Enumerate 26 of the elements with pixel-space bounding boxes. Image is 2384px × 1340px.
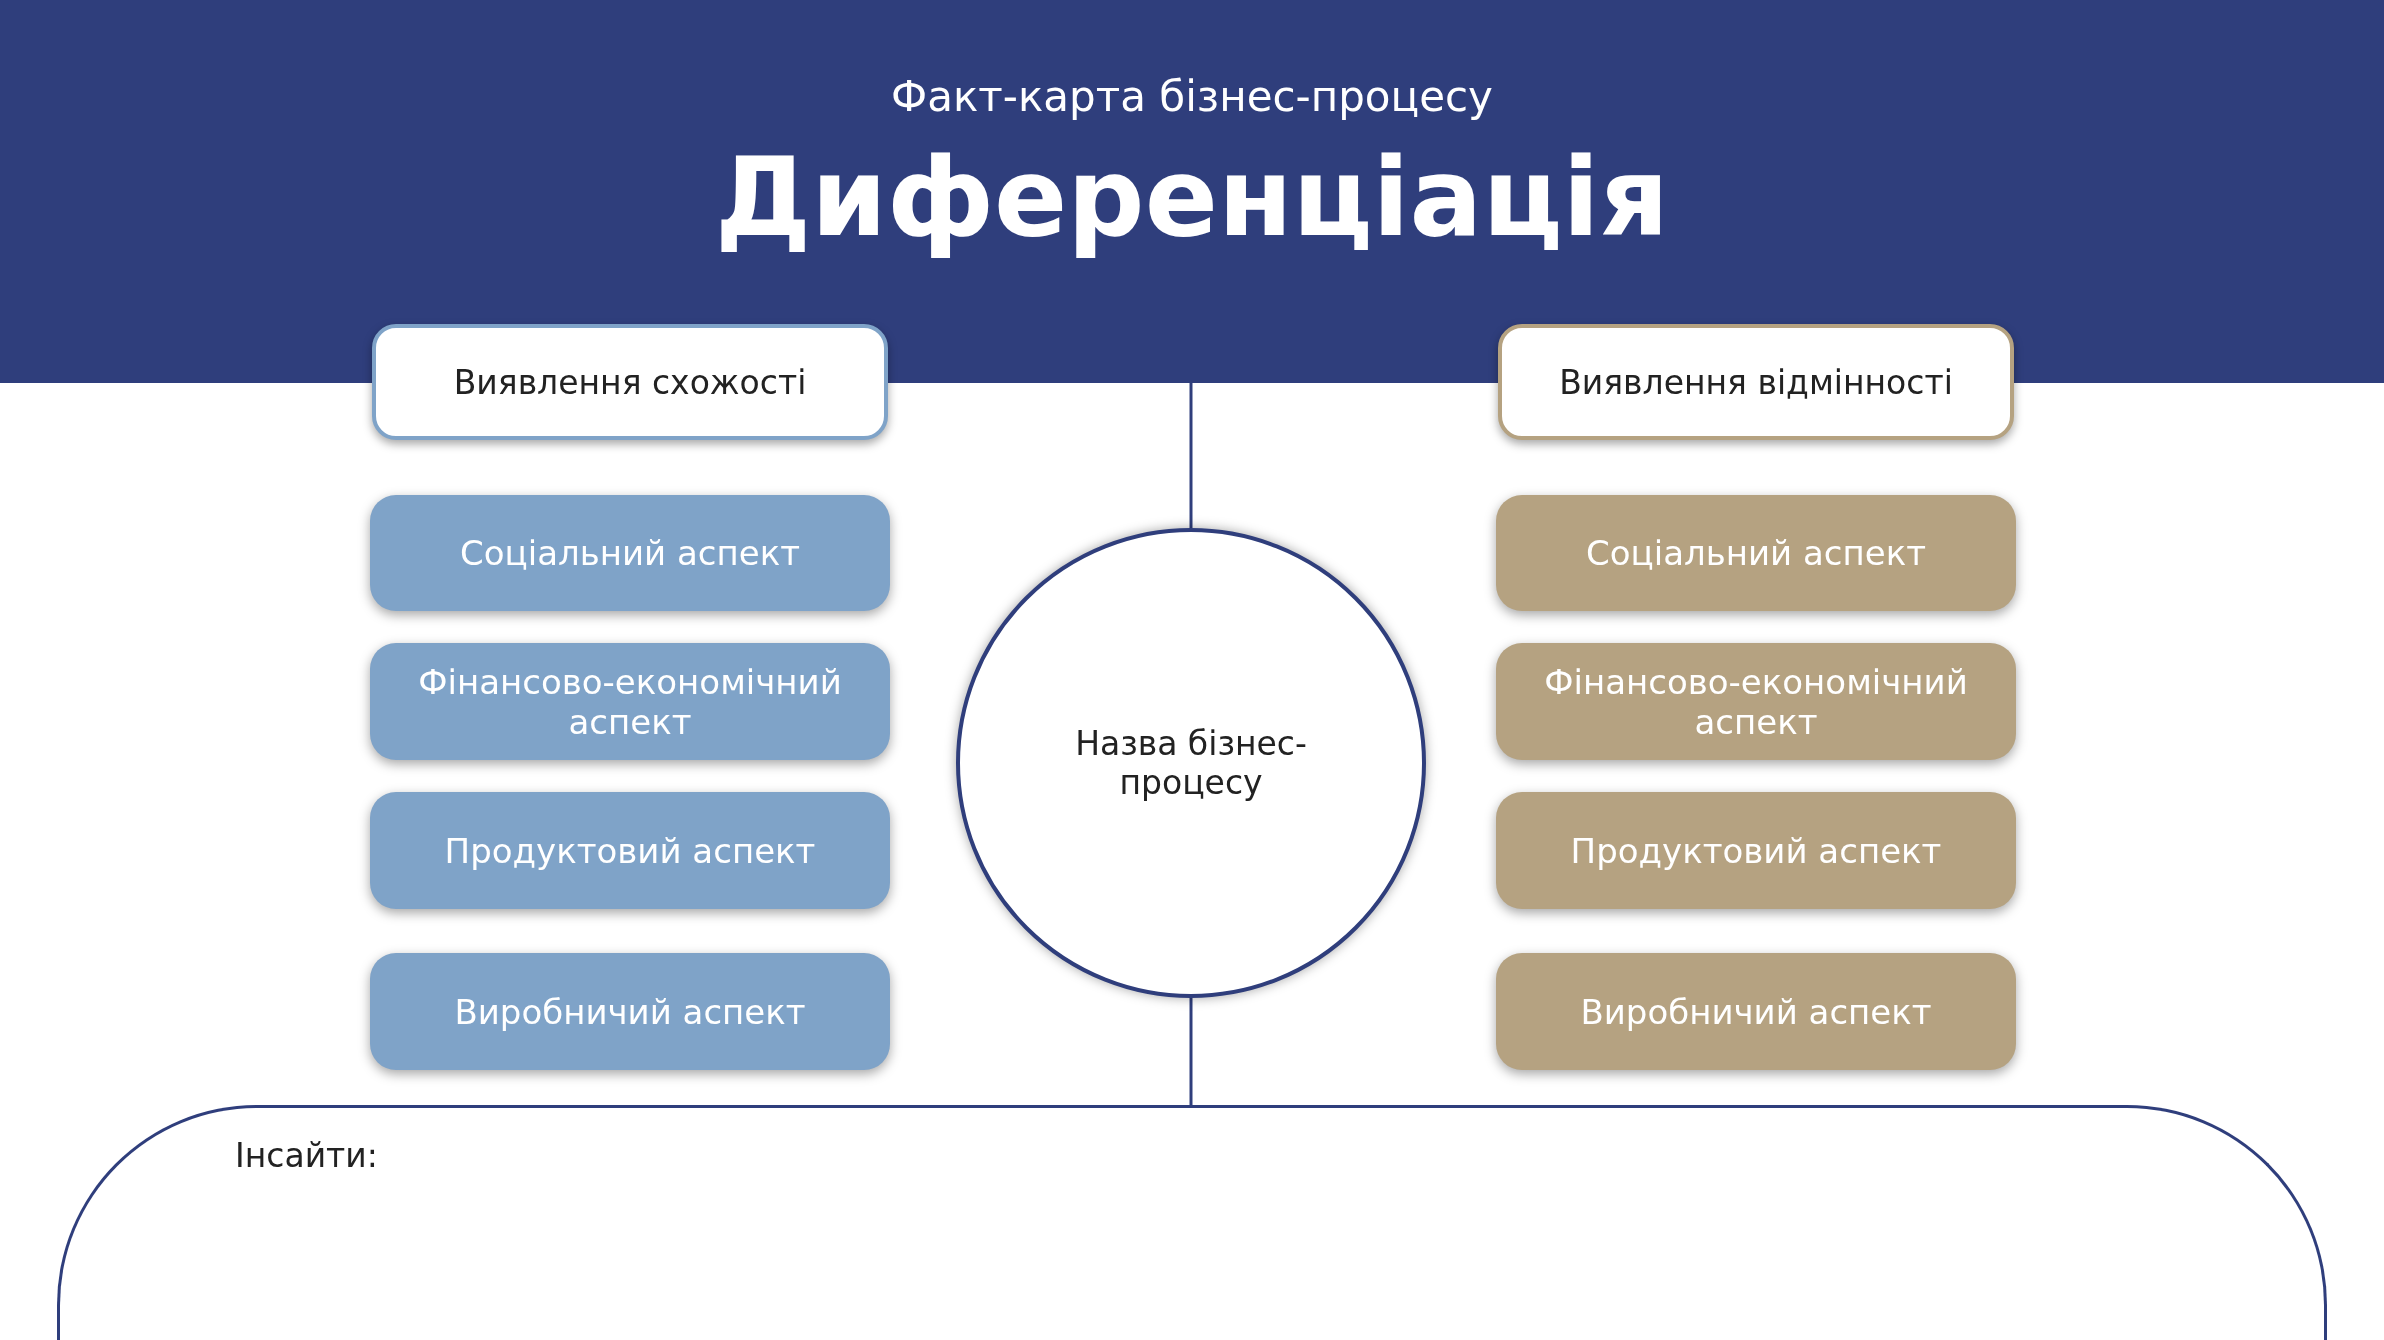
node-label: Виробничий аспект xyxy=(454,991,806,1032)
node-label: Продуктовий аспект xyxy=(444,830,816,871)
node-label: Соціальний аспект xyxy=(460,533,800,573)
aspect-box xyxy=(1496,495,2016,611)
aspect-box xyxy=(1496,643,2016,760)
node-label: Виявлення відмінності xyxy=(1559,362,1953,402)
aspect-box xyxy=(370,792,890,909)
node-label: Соціальний аспект xyxy=(1586,533,1926,573)
connector-line xyxy=(1189,998,1193,1105)
panel-label: Інсайти: xyxy=(235,1136,378,1175)
aspect-box xyxy=(370,643,890,760)
aspect-box xyxy=(370,495,890,611)
node-label: Назва бізнес-процесу xyxy=(1074,724,1308,802)
title: Диференціація xyxy=(715,135,1669,260)
heading-box xyxy=(1498,324,2014,440)
subtitle: Факт-карта бізнес-процесу xyxy=(891,72,1493,121)
node-label: Виявлення схожості xyxy=(453,362,807,402)
aspect-box xyxy=(1496,953,2016,1070)
node-label: Продуктовий аспект xyxy=(1570,830,1942,871)
node-label: Фінансово-економічний аспект xyxy=(417,661,843,742)
node-label: Фінансово-економічний аспект xyxy=(1543,661,1969,742)
heading-box xyxy=(372,324,888,440)
node-label: Виробничий аспект xyxy=(1580,991,1932,1032)
connector-line xyxy=(1189,383,1193,528)
aspect-box xyxy=(370,953,890,1070)
aspect-box xyxy=(1496,792,2016,909)
